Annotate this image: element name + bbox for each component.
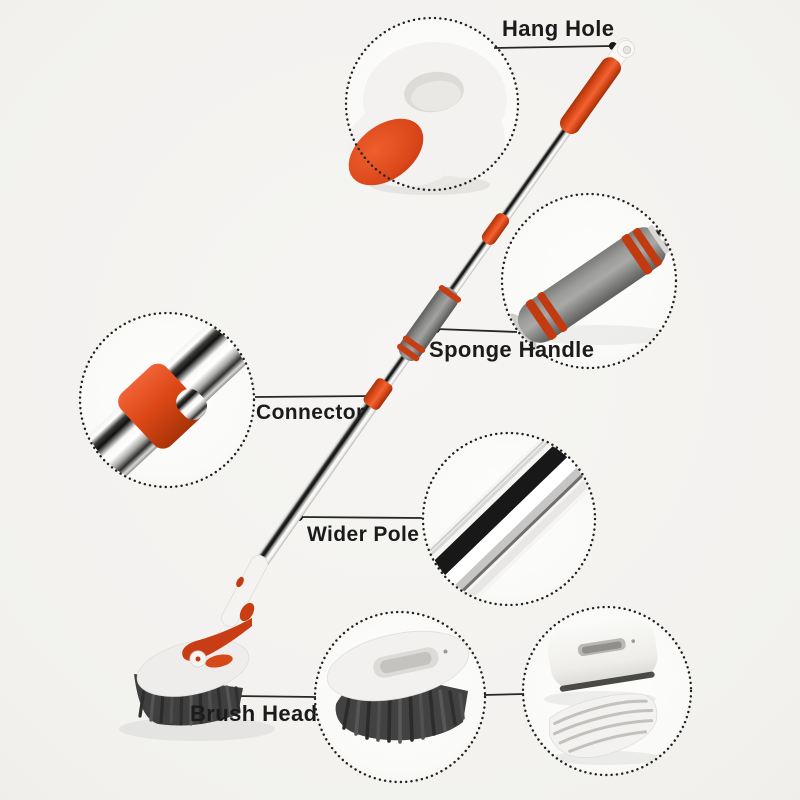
brush-head-callout-circle	[313, 610, 487, 784]
accessory-heads-detail	[544, 616, 662, 765]
hang-hole-callout-circle	[344, 16, 520, 192]
sponge-handle-callout-circle	[500, 192, 678, 370]
wider-pole-label: Wider Pole	[307, 523, 420, 546]
top-grip	[560, 57, 621, 134]
accessories-callout-circle	[521, 605, 693, 777]
brush-hinge	[182, 602, 255, 668]
connector-callout-circle	[78, 311, 256, 489]
connector-part	[363, 378, 393, 410]
neck-red-accent	[236, 576, 244, 588]
connector-label: Connector	[256, 401, 365, 424]
pole-band	[481, 213, 510, 245]
sponge-grip-on-pole	[397, 285, 462, 362]
flat-head-plate	[547, 616, 658, 692]
hang-hole-label: Hang Hole	[502, 16, 615, 41]
connector-detail	[81, 314, 253, 486]
scrub-brush-product	[119, 38, 635, 741]
brush-head-label: Brush Head	[190, 701, 318, 726]
brush-head-cap	[136, 639, 250, 697]
mop-pad	[549, 693, 658, 759]
hang-hole-detail	[347, 42, 507, 195]
wider-pole-section	[254, 388, 386, 566]
sponge-handle-label: Sponge Handle	[429, 337, 595, 362]
brush-neck	[221, 554, 268, 627]
wider-pole-detail	[424, 434, 594, 604]
brush-head-detail	[326, 630, 470, 744]
wider-pole-callout-circle	[421, 431, 597, 607]
sponge-handle-detail	[503, 218, 675, 356]
callout-circle-borders	[78, 16, 693, 784]
